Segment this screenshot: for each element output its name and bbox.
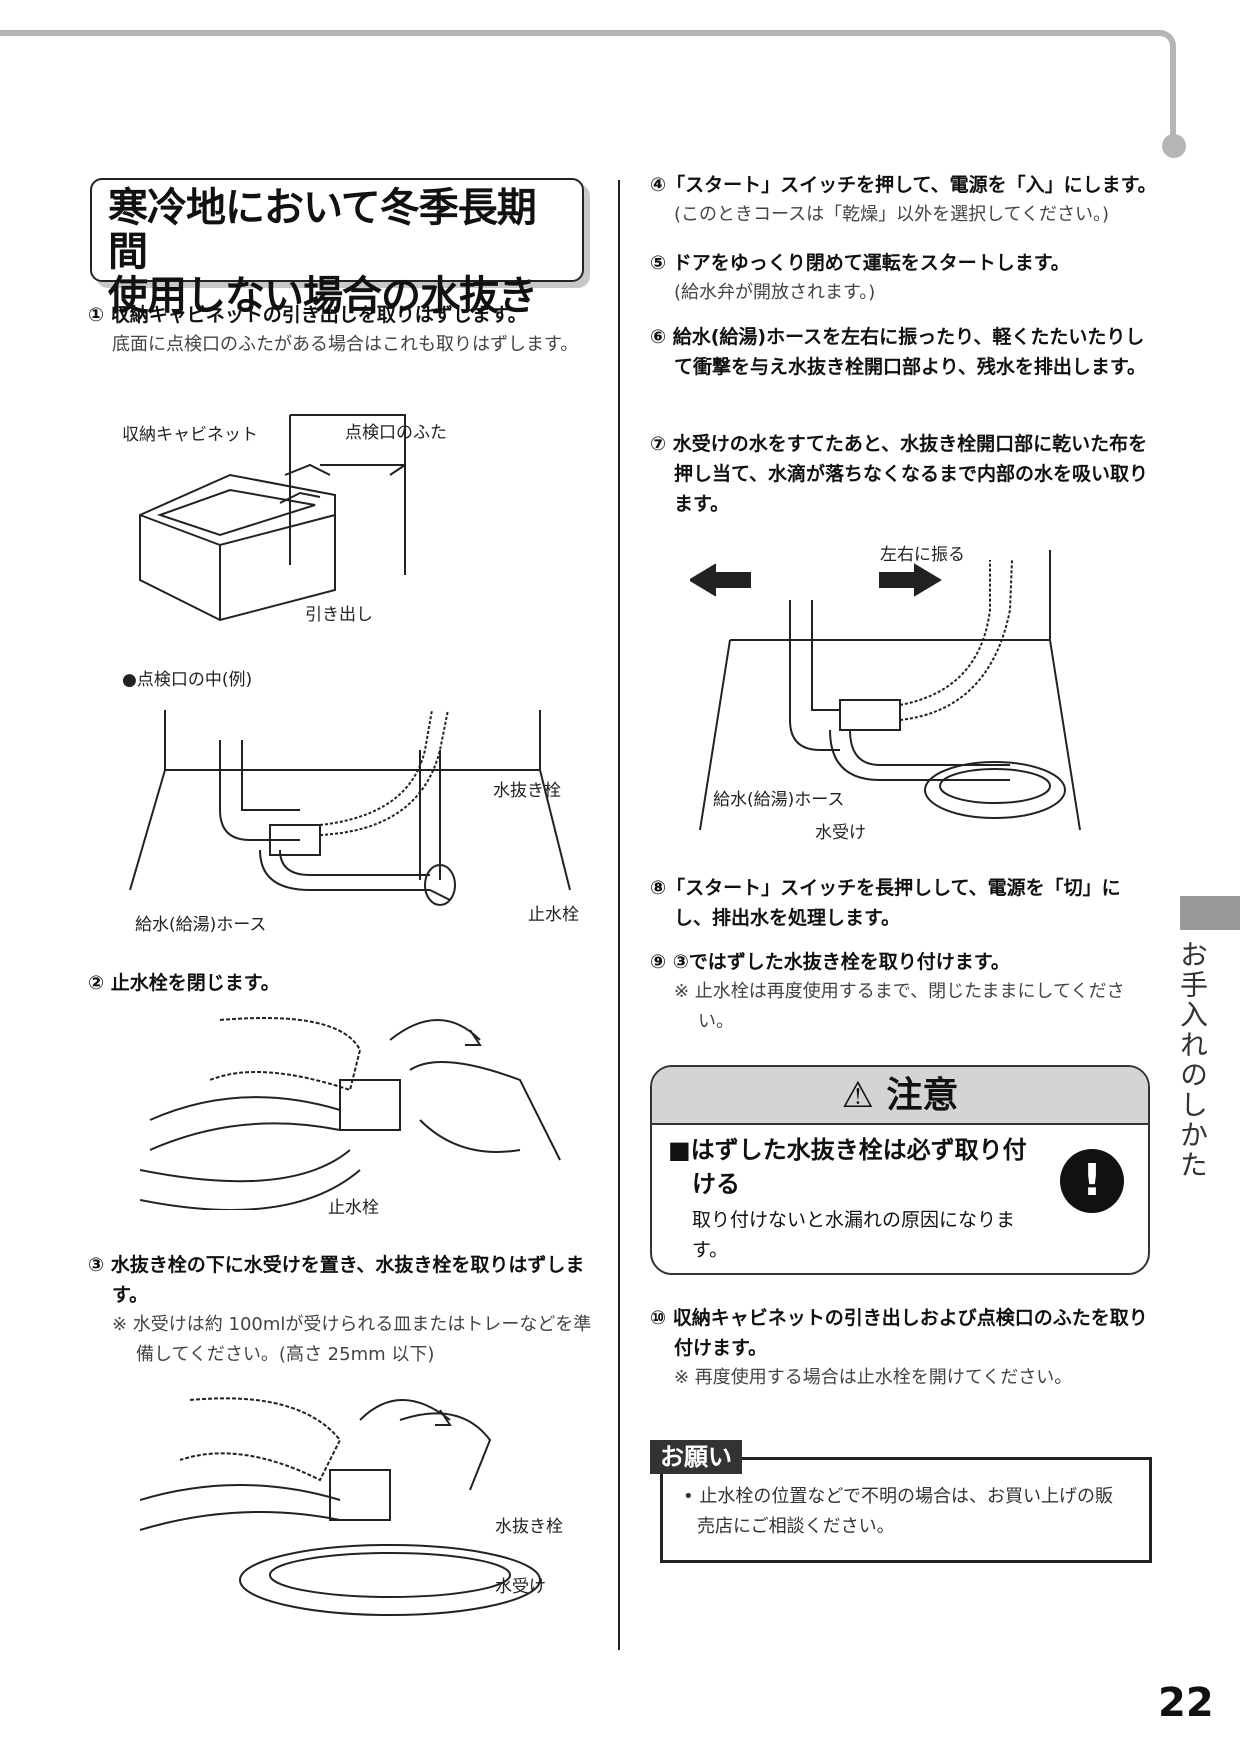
step-8: ⑧「スタート」スイッチを長押しして、電源を「切」にし、排出水を処理します。 — [650, 873, 1155, 933]
caution-heading: ■はずした水抜き栓は必ず取り付ける — [668, 1136, 1027, 1198]
step-3-heading: ③ 水抜き栓の下に水受けを置き、水抜き栓を取りはずします。 — [88, 1254, 585, 1306]
caution-title: 注意 — [886, 1075, 959, 1116]
label-hose-2: 給水(給湯)ホース — [713, 790, 845, 810]
caution-box: ⚠ 注意 ■はずした水抜き栓は必ず取り付ける 取り付けないと水漏れの原因になりま… — [650, 1065, 1150, 1275]
title-line-1: 寒冷地において冬季長期間 — [108, 185, 537, 275]
label-drain-plug-2: 水抜き栓 — [495, 1517, 563, 1537]
step-10-heading: ⑩ 収納キャビネットの引き出しおよび点検口のふたを取り付けます。 — [650, 1307, 1148, 1359]
label-stop-valve-2: 止水栓 — [328, 1198, 379, 1218]
side-tab-marker — [1180, 896, 1240, 930]
step-7: ⑦ 水受けの水をすてたあと、水抜き栓開口部に乾いた布を押し当て、水滴が落ちなくな… — [650, 429, 1155, 519]
step-1: ① 収納キャビネットの引き出しを取りはずします。 底面に点検口のふたがある場合は… — [88, 300, 593, 360]
section-title: 寒冷地において冬季長期間 使用しない場合の水抜き — [90, 178, 584, 318]
label-shake: 左右に振る — [880, 545, 965, 565]
step-6: ⑥ 給水(給湯)ホースを左右に振ったり、軽くたたいたりして衝撃を与え水抜き栓開口… — [650, 322, 1155, 382]
request-label: お願い — [650, 1440, 742, 1474]
label-inspection-lid: 点検口のふた — [345, 423, 447, 443]
step-5-sub: (給水弁が開放されます。) — [674, 282, 876, 303]
step-10-note: ※ 再度使用する場合は止水栓を開けてください。 — [674, 1367, 1073, 1388]
shake-hose-illustration — [690, 550, 1081, 831]
frame-dot — [1162, 134, 1186, 158]
page-number: 22 — [1158, 1680, 1214, 1726]
warning-triangle-icon: ⚠ — [841, 1075, 874, 1116]
label-stop-valve: 止水栓 — [528, 905, 579, 925]
step-9: ⑨ ③ではずした水抜き栓を取り付けます。 ※ 止水栓は再度使用するまで、閉じたま… — [650, 947, 1155, 1037]
label-water-tray-2: 水受け — [815, 823, 866, 843]
step-7-heading: ⑦ 水受けの水をすてたあと、水抜き栓開口部に乾いた布を押し当て、水滴が落ちなくな… — [650, 433, 1149, 515]
step-3: ③ 水抜き栓の下に水受けを置き、水抜き栓を取りはずします。 ※ 水受けは約 10… — [88, 1250, 593, 1370]
caution-body: 取り付けないと水漏れの原因になります。 — [692, 1209, 1016, 1261]
title-line-2: 使用しない場合の水抜き — [108, 273, 538, 319]
label-drawer: 引き出し — [305, 605, 373, 625]
step-8-heading: ⑧「スタート」スイッチを長押しして、電源を「切」にし、排出水を処理します。 — [650, 877, 1121, 929]
label-cabinet: 収納キャビネット — [122, 425, 258, 445]
column-divider — [618, 180, 620, 1650]
caution-header: ⚠ 注意 — [652, 1067, 1148, 1125]
side-tab-label: お手入れのしかた — [1176, 940, 1209, 1180]
remove-drain-plug-illustration — [140, 1397, 541, 1616]
label-water-tray: 水受け — [495, 1577, 546, 1597]
step-3-note: ※ 水受けは約 100mlが受けられる皿またはトレーなどを準備してください。(高… — [112, 1314, 592, 1365]
page-frame-line — [0, 30, 1176, 146]
step-10: ⑩ 収納キャビネットの引き出しおよび点検口のふたを取り付けます。 ※ 再度使用す… — [650, 1303, 1155, 1393]
step-2-heading: ② 止水栓を閉じます。 — [88, 972, 280, 994]
step-1-body: 底面に点検口のふたがある場合はこれも取りはずします。 — [112, 334, 579, 355]
label-drain-plug: 水抜き栓 — [493, 781, 561, 801]
step-4: ④「スタート」スイッチを押して、電源を「入」にします。 (このときコースは「乾燥… — [650, 170, 1160, 230]
step-5: ⑤ ドアをゆっくり閉めて運転をスタートします。 (給水弁が開放されます。) — [650, 248, 1160, 308]
close-stop-valve-illustration — [140, 1017, 561, 1210]
step-9-note: ※ 止水栓は再度使用するまで、閉じたままにしてください。 — [674, 981, 1125, 1032]
request-body: • 止水栓の位置などで不明の場合は、お買い上げの販売店にご相談ください。 — [683, 1486, 1113, 1537]
step-9-heading: ⑨ ③ではずした水抜き栓を取り付けます。 — [650, 951, 1010, 973]
step-6-heading: ⑥ 給水(給湯)ホースを左右に振ったり、軽くたたいたりして衝撃を与え水抜き栓開口… — [650, 326, 1146, 378]
figure-caption: ●点検口の中(例) — [122, 670, 253, 690]
request-box: • 止水栓の位置などで不明の場合は、お買い上げの販売店にご相談ください。 — [660, 1457, 1152, 1563]
step-2: ② 止水栓を閉じます。 — [88, 968, 593, 998]
step-4-sub: (このときコースは「乾燥」以外を選択してください。) — [674, 204, 1110, 225]
exclamation-icon: ! — [1060, 1149, 1124, 1213]
cabinet-drawer-illustration — [139, 414, 406, 622]
inspection-interior-illustration — [129, 709, 571, 906]
step-5-heading: ⑤ ドアをゆっくり閉めて運転をスタートします。 — [650, 252, 1070, 274]
step-4-heading: ④「スタート」スイッチを押して、電源を「入」にします。 — [650, 174, 1157, 196]
step-1-heading: ① 収納キャビネットの引き出しを取りはずします。 — [88, 304, 527, 326]
label-hose: 給水(給湯)ホース — [135, 915, 267, 935]
